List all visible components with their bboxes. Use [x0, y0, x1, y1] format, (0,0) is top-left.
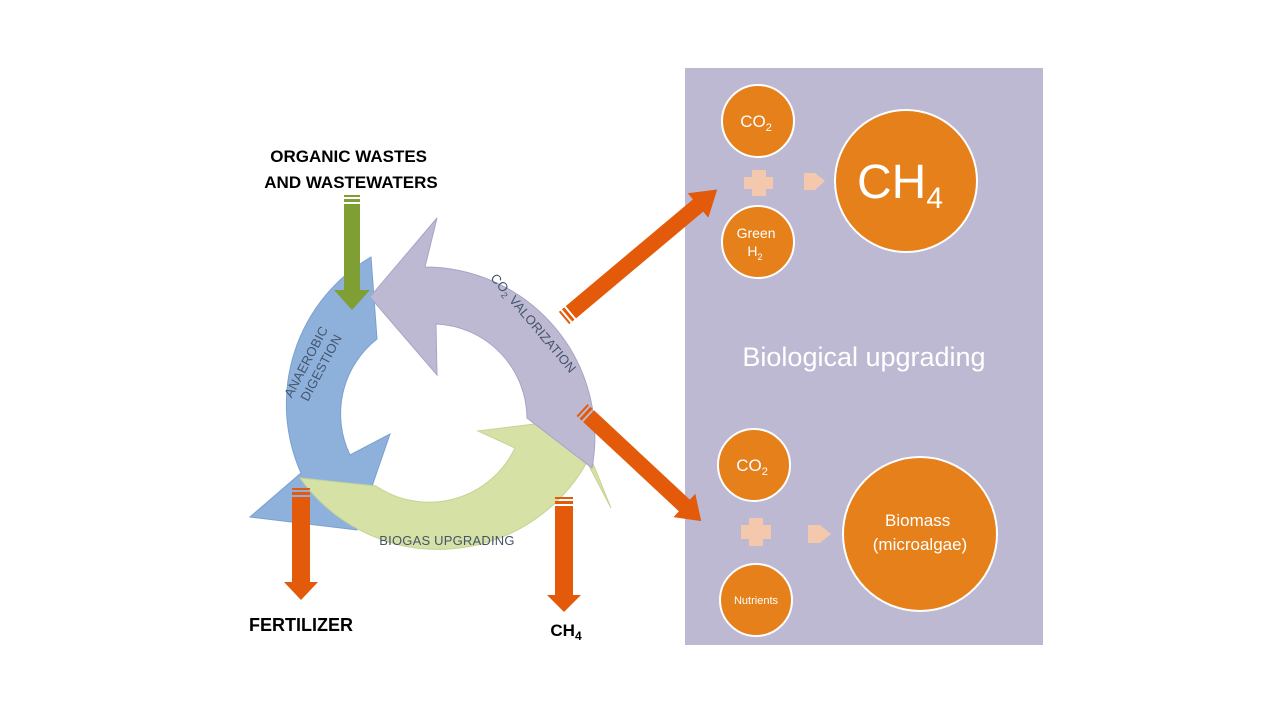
green-h2-label: Green H2 [737, 225, 780, 262]
co2-circle-bottom [717, 428, 791, 502]
upgrade-arrow-bottom [576, 404, 702, 522]
organic-input-arrow [334, 195, 370, 310]
biomass-product-circle [842, 456, 998, 612]
co2-label-top: CO2 [740, 112, 772, 134]
anaerobic-digestion-segment [248, 256, 391, 531]
ch4-product-label: CH4 [857, 156, 943, 215]
co2-valorization-segment [369, 217, 596, 469]
plus-icon-bottom [741, 518, 771, 546]
ch4-output-label: CH4 [550, 621, 582, 643]
co2-circle-top [721, 84, 795, 158]
ch4-output-arrow [547, 497, 581, 612]
fertilizer-output-arrow [284, 488, 318, 600]
arrow-right-icon-top [804, 173, 825, 190]
biomass-product-label: Biomass (microalgae) [873, 511, 967, 554]
nutrients-circle [719, 563, 793, 637]
plus-icon-top [744, 170, 773, 196]
green-h2-circle [721, 205, 795, 279]
biogas-upgrading-label: BIOGAS UPGRADING [379, 533, 514, 548]
biogas-upgrading-segment [298, 418, 612, 550]
organic-wastes-label: ORGANIC WASTES AND WASTEWATERS [264, 147, 437, 192]
upgrade-arrow-top [558, 189, 718, 325]
co2-label-bottom: CO2 [736, 456, 768, 478]
biological-upgrading-title: Biological upgrading [742, 342, 985, 372]
nutrients-label: Nutrients [734, 595, 779, 607]
arrow-right-icon-bottom [808, 525, 831, 543]
fertilizer-label: FERTILIZER [249, 615, 353, 635]
ch4-product-circle [834, 109, 978, 253]
